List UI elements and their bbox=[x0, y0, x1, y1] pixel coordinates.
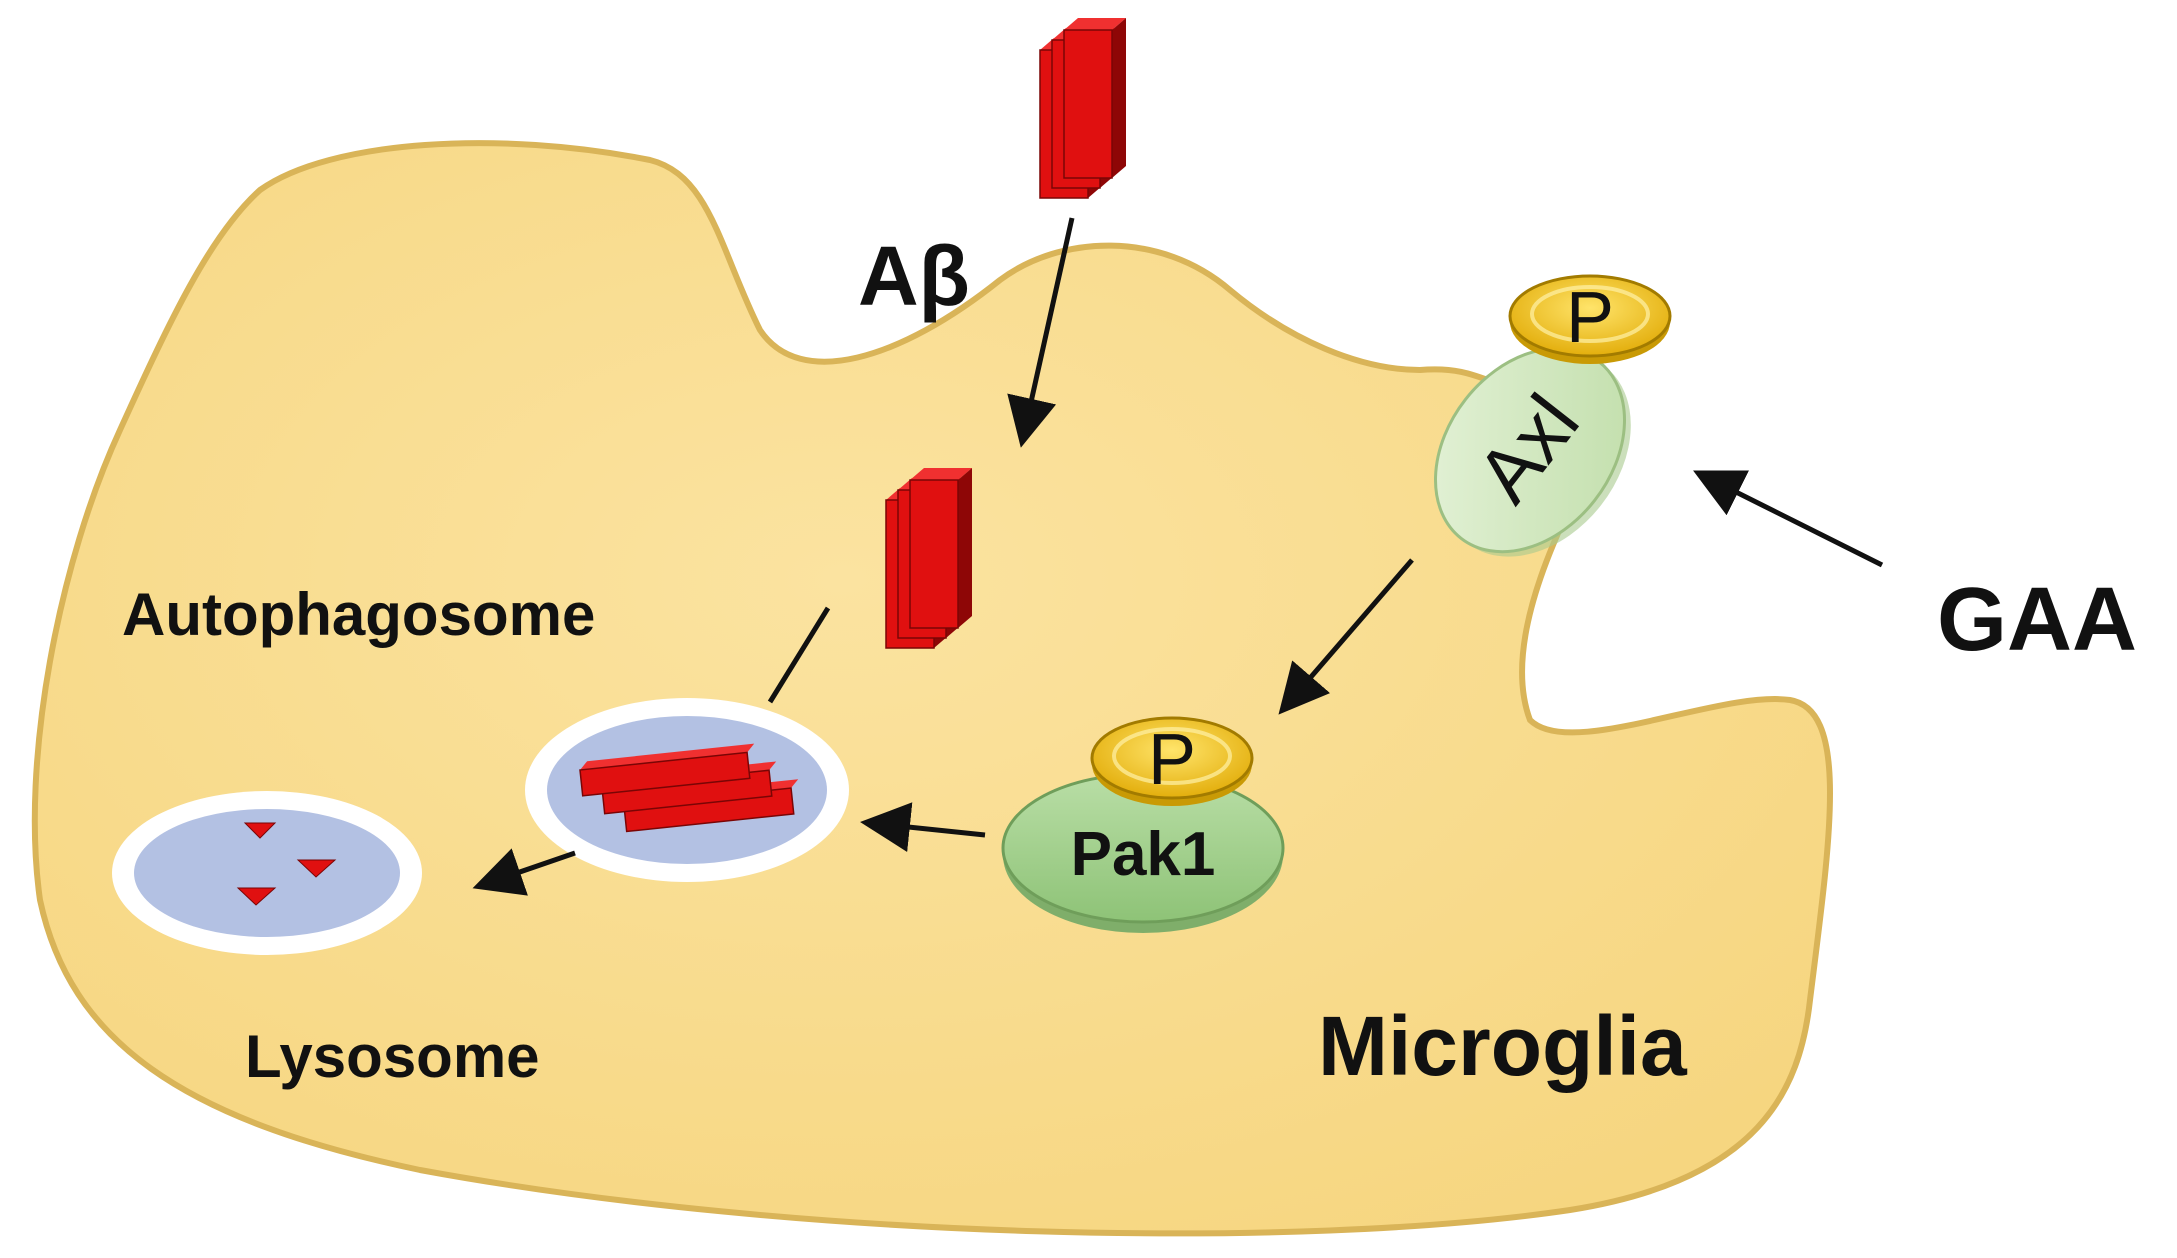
pak1-kinase: Pak1 bbox=[1001, 772, 1285, 933]
degraded-fragment-icon bbox=[236, 887, 277, 906]
gaa-label: GAA bbox=[1937, 570, 2137, 670]
autophagosome-to-lysosome-arrow bbox=[472, 848, 576, 896]
lysosome-label: Lysosome bbox=[245, 1023, 540, 1090]
engulfed-abeta-fibril-icon bbox=[579, 743, 799, 833]
axl-phosphate-label: P bbox=[1566, 278, 1614, 358]
microglia-label: Microglia bbox=[1318, 999, 1688, 1093]
pak1-phosphate-label: P bbox=[1148, 720, 1196, 800]
autophagosome-connector-line bbox=[767, 606, 831, 704]
abeta-label: Aβ bbox=[858, 229, 970, 323]
autophagosome-label: Autophagosome bbox=[122, 581, 595, 648]
extracellular-abeta-fibril-icon bbox=[1039, 17, 1127, 199]
lysosome-vesicle bbox=[112, 791, 422, 955]
axl-phosphate-badge: P bbox=[1508, 274, 1672, 366]
internalized-abeta-fibril-icon bbox=[885, 467, 973, 649]
axl-to-pak1-arrow bbox=[1278, 558, 1414, 715]
degraded-fragment-icon bbox=[243, 822, 277, 839]
autophagosome-vesicle bbox=[525, 698, 849, 882]
internalization-arrow bbox=[1007, 217, 1075, 448]
axl-receptor: Axl bbox=[1434, 346, 1631, 557]
degraded-fragment-icon bbox=[296, 859, 337, 878]
pak1-phosphate-badge: P bbox=[1090, 716, 1254, 808]
pak1-label: Pak1 bbox=[1071, 820, 1216, 889]
gaa-to-axl-arrow bbox=[1693, 470, 1884, 568]
pak1-to-autophagosome-arrow bbox=[860, 802, 986, 853]
